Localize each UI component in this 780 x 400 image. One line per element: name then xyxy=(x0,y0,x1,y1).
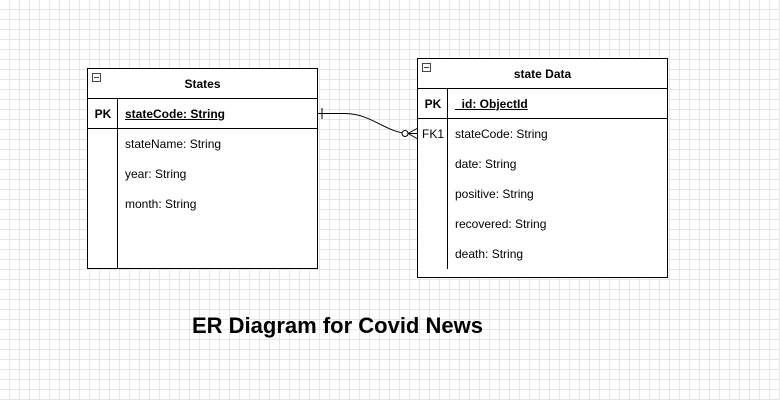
attribute: stateName: String xyxy=(125,137,222,151)
entity-states[interactable]: States PK stateCode: String stateName: S… xyxy=(87,68,318,269)
attribute: month: String xyxy=(125,197,197,211)
collapse-icon[interactable] xyxy=(92,73,101,82)
many-cardinality-mark xyxy=(407,128,418,134)
pk-label: PK xyxy=(94,106,112,121)
attribute: date: String xyxy=(455,157,517,171)
primary-key-row: PK stateCode: String xyxy=(88,99,317,129)
attribute: death: String xyxy=(455,247,524,261)
entity-state-data[interactable]: state Data PK _id: ObjectId FK1 stateCod… xyxy=(417,58,668,278)
primary-key-row: PK _id: ObjectId xyxy=(418,89,667,119)
attribute: recovered: String xyxy=(455,217,547,231)
relationship-line xyxy=(318,113,417,134)
entity-header: States xyxy=(88,69,317,99)
diagram-title: ER Diagram for Covid News xyxy=(192,313,483,338)
attribute: year: String xyxy=(125,167,187,181)
pk-label: PK xyxy=(424,96,442,111)
fk-label: FK1 xyxy=(422,127,445,141)
pk-field: _id: ObjectId xyxy=(455,96,528,111)
collapse-icon[interactable] xyxy=(422,63,431,72)
attribute: stateCode: String xyxy=(455,127,548,141)
entity-header: state Data xyxy=(418,59,667,89)
entity-name: States xyxy=(184,76,221,91)
zero-cardinality-mark xyxy=(401,130,409,137)
pk-field: stateCode: String xyxy=(125,106,226,121)
attribute: positive: String xyxy=(455,187,534,201)
many-cardinality-mark xyxy=(407,133,418,139)
column-divider xyxy=(447,89,448,269)
entity-name: state Data xyxy=(513,66,572,81)
column-divider xyxy=(117,99,118,268)
